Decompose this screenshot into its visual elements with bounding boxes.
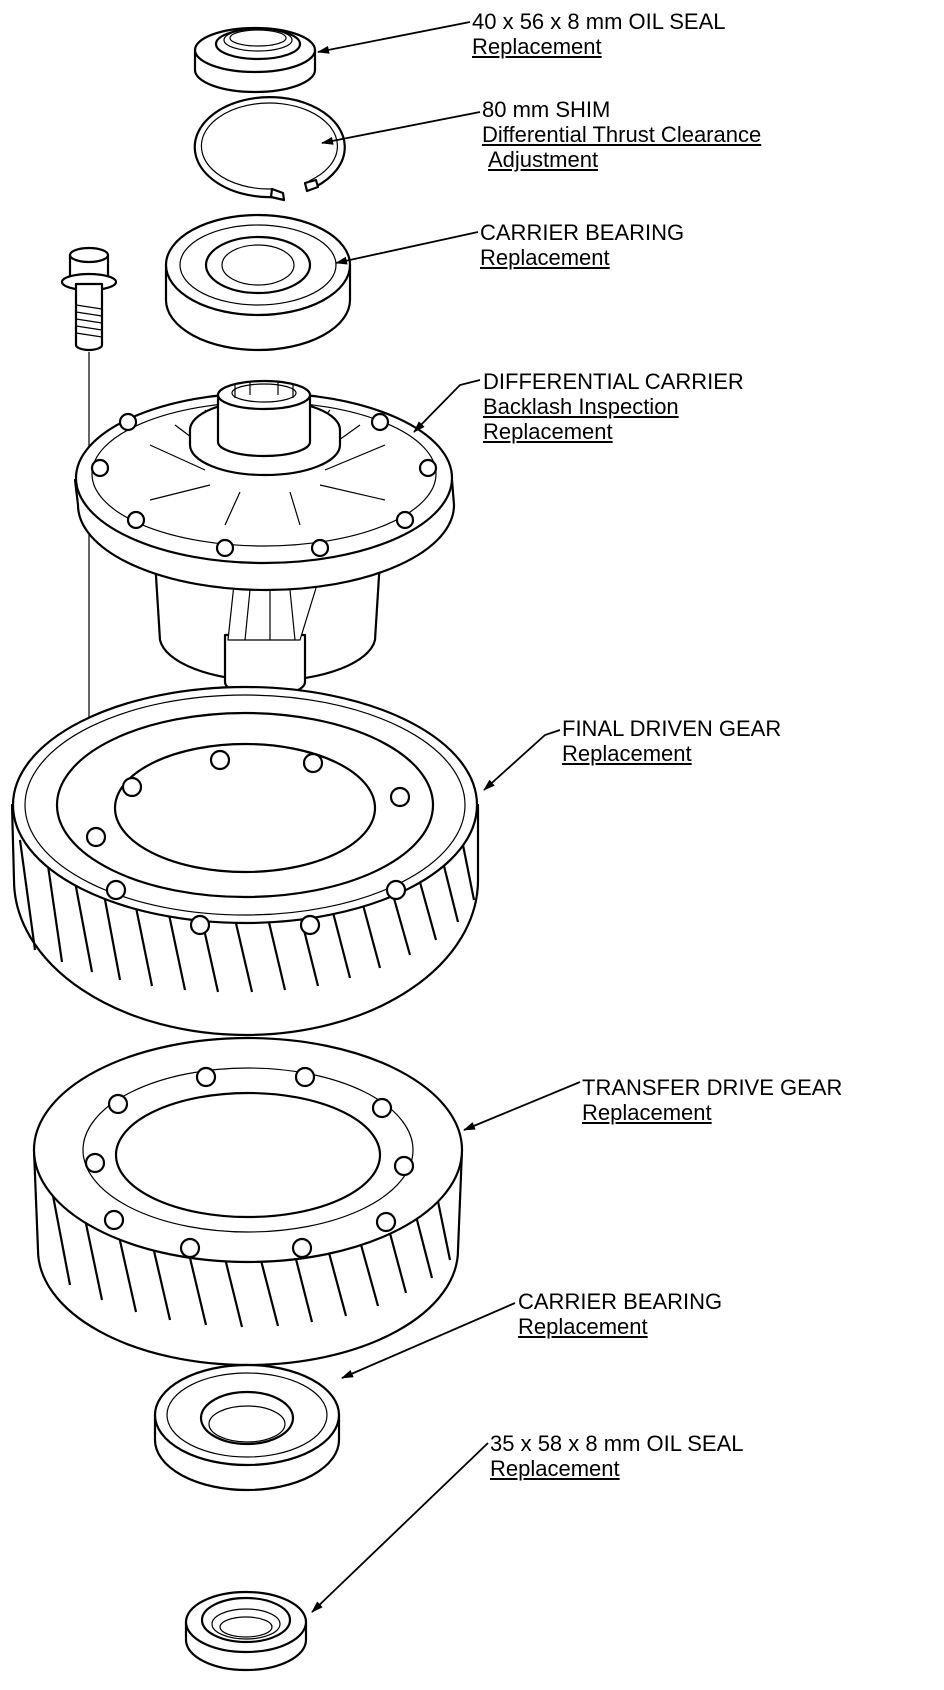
callout-oil-seal-bottom-action: Replacement: [490, 1456, 620, 1481]
callout-carrier-bearing-bottom-name: CARRIER BEARING: [518, 1289, 723, 1314]
leader-transfer-drive-gear: [463, 1081, 581, 1131]
callout-shim-name: 80 mm SHIM: [482, 97, 611, 122]
callout-oil-seal-bottom: 35 x 58 x 8 mm OIL SEAL Replacement: [490, 1431, 744, 1481]
leader-carrier-bearing-bottom: [341, 1302, 516, 1379]
leader-oil-seal-top: [317, 21, 471, 54]
callout-carrier-bearing-bottom-action: Replacement: [518, 1314, 648, 1339]
callout-transfer-drive-gear-name: TRANSFER DRIVE GEAR: [582, 1075, 843, 1100]
callout-oil-seal-top: 40 x 56 x 8 mm OIL SEAL Replacement: [472, 9, 726, 59]
callout-carrier-bearing-top-name: CARRIER BEARING: [480, 220, 685, 245]
leader-carrier-bearing-top: [335, 231, 479, 265]
leader-differential-carrier: [413, 379, 481, 433]
callout-oil-seal-top-name: 40 x 56 x 8 mm OIL SEAL: [472, 9, 726, 34]
callout-final-driven-gear: FINAL DRIVEN GEAR Replacement: [562, 716, 781, 766]
callout-shim-action2: Adjustment: [488, 147, 599, 172]
callout-differential-carrier-action2: Replacement: [483, 419, 613, 444]
callout-shim-action: Differential Thrust Clearance: [482, 122, 762, 147]
leader-lines: [311, 21, 581, 1613]
carrier-bearing-top-part: [164, 213, 352, 352]
leader-shim: [321, 111, 481, 145]
shim-part: [193, 96, 346, 202]
leader-oil-seal-bottom: [311, 1442, 489, 1613]
callout-shim: 80 mm SHIM Differential Thrust Clearance…: [482, 97, 761, 172]
callout-differential-carrier-name: DIFFERENTIAL CARRIER: [483, 369, 744, 394]
callout-final-driven-gear-action: Replacement: [562, 741, 692, 766]
callout-oil-seal-top-action: Replacement: [472, 34, 602, 59]
leader-final-driven-gear: [483, 729, 561, 791]
callout-carrier-bearing-bottom: CARRIER BEARING Replacement: [518, 1289, 722, 1339]
oil-seal-bottom-part: [184, 1590, 308, 1672]
callout-transfer-drive-gear: TRANSFER DRIVE GEAR Replacement: [582, 1075, 842, 1125]
callout-transfer-drive-gear-action: Replacement: [582, 1100, 712, 1125]
callout-differential-carrier: DIFFERENTIAL CARRIER Backlash Inspection…: [483, 369, 744, 444]
final-driven-gear-part: [10, 685, 480, 1037]
callout-final-driven-gear-name: FINAL DRIVEN GEAR: [562, 716, 782, 741]
callout-carrier-bearing-top-action: Replacement: [480, 245, 610, 270]
callout-carrier-bearing-top: CARRIER BEARING Replacement: [480, 220, 684, 270]
callout-differential-carrier-action: Backlash Inspection: [483, 394, 679, 419]
callout-oil-seal-bottom-name: 35 x 58 x 8 mm OIL SEAL: [490, 1431, 744, 1456]
transfer-drive-gear-part: [32, 1036, 464, 1367]
oil-seal-top-part: [193, 26, 317, 94]
differential-carrier-part: [73, 379, 456, 698]
carrier-bearing-bottom-part: [153, 1363, 341, 1492]
